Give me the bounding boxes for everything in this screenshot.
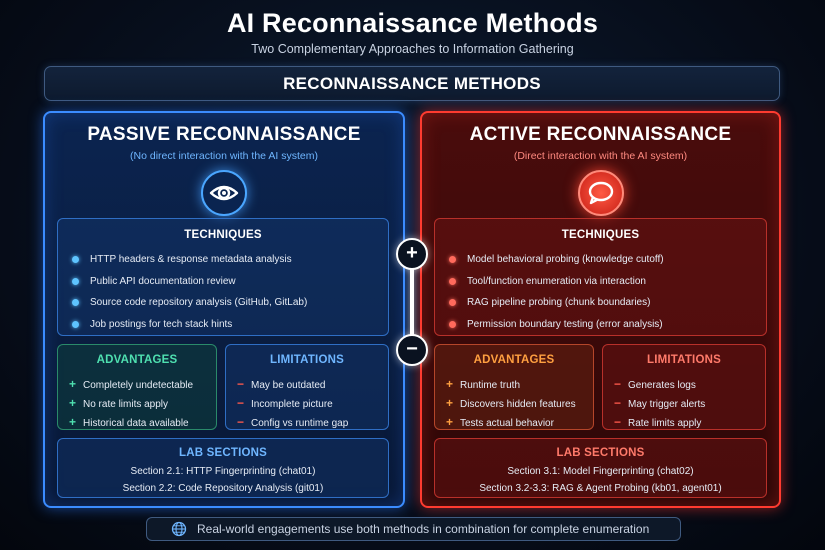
passive-advantages-box: ADVANTAGES +Completely undetectable +No … [57, 344, 217, 430]
active-techniques-box: TECHNIQUES Model behavioral probing (kno… [434, 218, 767, 336]
lab-section-item: Section 3.2-3.3: RAG & Agent Probing (kb… [479, 483, 722, 494]
active-limitations-box: LIMITATIONS −Generates logs −May trigger… [602, 344, 766, 430]
bullet-dot-icon [72, 299, 79, 306]
passive-panel: PASSIVE RECONNAISSANCE (No direct intera… [43, 111, 405, 508]
page-title: AI Reconnaissance Methods [226, 8, 599, 38]
technique-item: Source code repository analysis (GitHub,… [72, 295, 307, 317]
technique-item: Public API documentation review [72, 274, 307, 296]
technique-item: Job postings for tech stack hints [72, 317, 307, 339]
lab-sections-heading: LAB SECTIONS [556, 447, 645, 459]
techniques-heading: TECHNIQUES [561, 229, 640, 241]
limitation-item: −Incomplete picture [237, 396, 333, 410]
minus-icon: − [614, 396, 622, 410]
plus-icon: + [69, 415, 77, 429]
limitation-item: −May trigger alerts [614, 396, 706, 410]
bullet-dot-icon [449, 256, 456, 263]
passive-limitations-box: LIMITATIONS −May be outdated −Incomplete… [225, 344, 389, 430]
plus-icon: + [446, 415, 454, 429]
minus-icon: − [237, 377, 245, 391]
passive-subtitle: (No direct interaction with the AI syste… [130, 150, 318, 162]
technique-item: HTTP headers & response metadata analysi… [72, 252, 307, 274]
plus-icon: + [446, 377, 454, 391]
lab-section-item: Section 3.1: Model Fingerprinting (chat0… [507, 466, 694, 477]
plus-icon: + [69, 396, 77, 410]
passive-techniques-list: HTTP headers & response metadata analysi… [72, 252, 307, 338]
eye-icon [201, 170, 247, 216]
technique-item: Tool/function enumeration via interactio… [449, 274, 664, 296]
advantage-item: +Runtime truth [446, 377, 521, 391]
plus-icon: + [446, 396, 454, 410]
bullet-dot-icon [449, 277, 456, 285]
footer-text: Real-world engagements use both methods … [197, 522, 650, 536]
bullet-dot-icon [449, 299, 456, 306]
bullet-dot-icon [72, 256, 79, 263]
advantage-item: +Historical data available [69, 415, 189, 429]
chat-bubble-icon [577, 170, 624, 216]
active-techniques-list: Model behavioral probing (knowledge cuto… [449, 252, 664, 338]
advantages-heading: ADVANTAGES [96, 354, 178, 366]
lab-section-item: Section 2.2: Code Repository Analysis (g… [122, 483, 324, 494]
methods-banner: RECONNAISSANCE METHODS [44, 66, 780, 101]
active-title: ACTIVE RECONNAISSANCE [469, 124, 732, 145]
advantage-item: +Tests actual behavior [446, 415, 554, 429]
technique-item: Model behavioral probing (knowledge cuto… [449, 252, 664, 274]
minus-icon: − [237, 415, 245, 429]
bullet-dot-icon [72, 320, 79, 328]
active-lab-sections-box: LAB SECTIONS Section 3.1: Model Fingerpr… [434, 438, 767, 498]
bullet-dot-icon [72, 277, 79, 285]
footer-note: Real-world engagements use both methods … [146, 517, 681, 541]
limitation-item: −Rate limits apply [614, 415, 702, 429]
active-subtitle: (Direct interaction with the AI system) [513, 150, 688, 162]
technique-item: Permission boundary testing (error analy… [449, 317, 664, 339]
center-connector [410, 250, 414, 350]
limitation-item: −Config vs runtime gap [237, 415, 349, 429]
lab-sections-heading: LAB SECTIONS [178, 447, 267, 459]
passive-techniques-box: TECHNIQUES HTTP headers & response metad… [57, 218, 389, 336]
minus-icon: − [614, 415, 622, 429]
active-panel: ACTIVE RECONNAISSANCE (Direct interactio… [420, 111, 781, 508]
advantage-item: +No rate limits apply [69, 396, 169, 410]
advantages-heading: ADVANTAGES [473, 354, 555, 366]
minus-icon: − [614, 377, 622, 391]
active-advantages-box: ADVANTAGES +Runtime truth +Discovers hid… [434, 344, 594, 430]
plus-icon: + [396, 238, 428, 270]
plus-icon: + [69, 377, 77, 391]
passive-lab-sections-box: LAB SECTIONS Section 2.1: HTTP Fingerpri… [57, 438, 389, 498]
limitations-heading: LIMITATIONS [647, 354, 721, 366]
globe-icon [171, 521, 187, 537]
bullet-dot-icon [449, 320, 456, 328]
minus-icon: − [237, 396, 245, 410]
minus-icon: − [396, 334, 428, 366]
advantage-item: +Discovers hidden features [446, 396, 576, 410]
passive-title: PASSIVE RECONNAISSANCE [87, 124, 361, 145]
limitation-item: −Generates logs [614, 377, 696, 391]
limitations-heading: LIMITATIONS [270, 354, 344, 366]
techniques-heading: TECHNIQUES [184, 229, 262, 241]
technique-item: RAG pipeline probing (chunk boundaries) [449, 295, 664, 317]
lab-section-item: Section 2.1: HTTP Fingerprinting (chat01… [130, 466, 316, 477]
limitation-item: −May be outdated [237, 377, 326, 391]
page-subtitle: Two Complementary Approaches to Informat… [251, 42, 574, 56]
advantage-item: +Completely undetectable [69, 377, 194, 391]
